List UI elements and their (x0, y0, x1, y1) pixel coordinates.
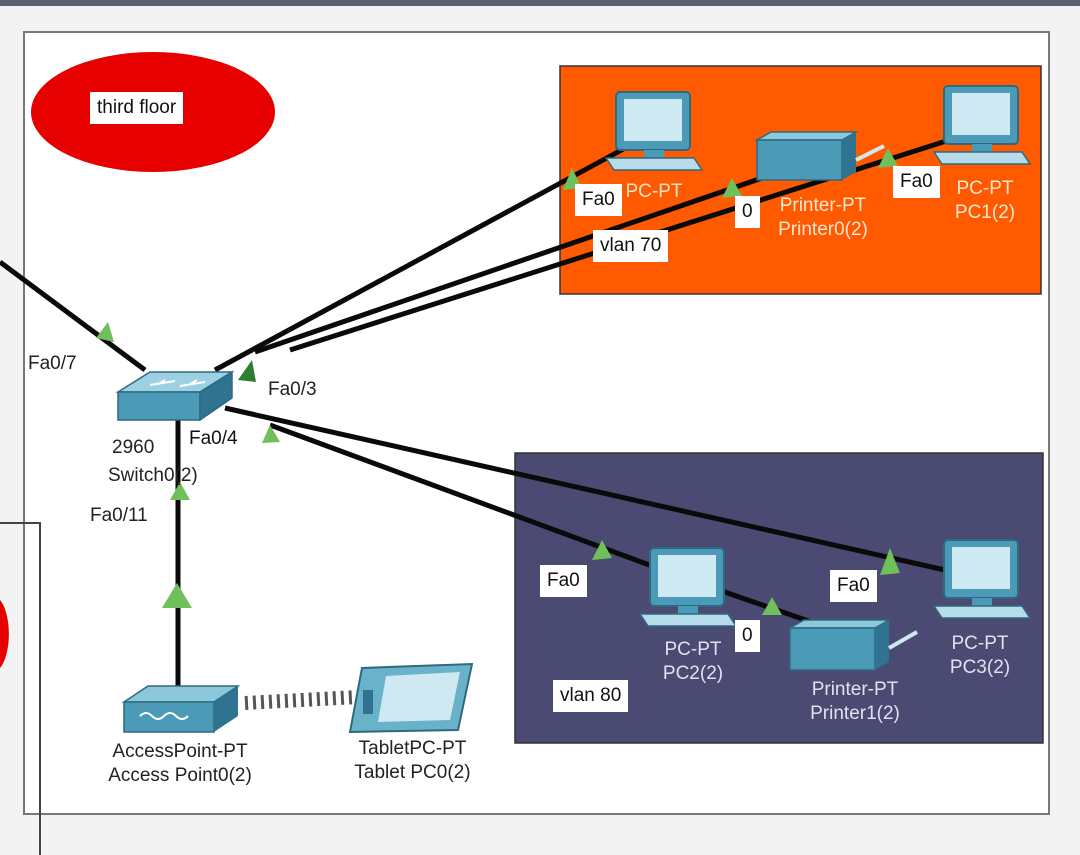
pc-type-label: PC-PT (625, 181, 683, 202)
wireless-link (244, 690, 359, 710)
tablet-icon[interactable] (348, 662, 474, 734)
pc-type-label: PC-PT (956, 178, 1014, 199)
pc-labels: PC-PT PC2(2) (648, 638, 738, 686)
pc-icon[interactable] (932, 539, 1032, 619)
floor-label: third floor (90, 92, 184, 124)
tablet-labels: TabletPC-PT Tablet PC0(2) (330, 737, 495, 785)
link-indicators (96, 148, 900, 615)
pc-name-label: PC1(2) (954, 202, 1016, 223)
window-top-edge (0, 0, 1080, 6)
uplink-cable[interactable] (0, 259, 147, 373)
pc-type-label: PC-PT (664, 639, 722, 660)
port-label: Fa0 (893, 166, 940, 198)
adjacent-floor-ellipse (0, 600, 9, 668)
printer-name-label: Printer1(2) (810, 703, 900, 724)
access-point-icon[interactable] (121, 685, 241, 733)
pc-name-label: PC2(2) (662, 663, 724, 684)
access-point-labels: AccessPoint-PT Access Point0(2) (75, 740, 285, 788)
link-up-indicator (762, 597, 782, 615)
cable-sw-pc2[interactable] (269, 422, 691, 583)
cable-sw-pc3[interactable] (224, 405, 946, 573)
device-type-label: AccessPoint-PT (112, 741, 248, 762)
pc-icon[interactable] (932, 85, 1032, 165)
vlan-label: vlan 70 (593, 230, 669, 262)
switch-model-label: 2960 (112, 437, 155, 458)
printer-type-label: Printer-PT (811, 679, 899, 700)
link-up-indicator (262, 425, 280, 443)
cable-sw-printer0[interactable] (254, 162, 801, 355)
pc-icon[interactable] (604, 91, 704, 171)
port-label: Fa0 (830, 570, 877, 602)
port-label: Fa0 (540, 565, 587, 597)
link-up-indicator (96, 322, 114, 342)
printer-name-label: Printer0(2) (778, 219, 868, 240)
link-up-indicator (170, 482, 190, 500)
pc-labels: PC-PT PC3(2) (935, 632, 1025, 680)
vlan-label: vlan 80 (553, 680, 629, 712)
adjacent-cluster-edge (0, 522, 41, 855)
link-up-indicator (238, 360, 256, 382)
pc-labels: PC-PT PC1(2) (940, 177, 1030, 225)
link-up-indicator (592, 540, 612, 560)
port-label: Fa0/7 (28, 353, 77, 374)
printer-icon[interactable] (754, 131, 885, 181)
port-label: Fa0/11 (90, 505, 148, 526)
printer-labels: Printer-PT Printer0(2) (758, 194, 888, 242)
port-label: Fa0/3 (268, 379, 317, 400)
device-type-label: TabletPC-PT (358, 738, 467, 759)
port-label: Fa0 (575, 184, 622, 216)
link-up-indicator (878, 148, 898, 168)
port-label: Fa0/4 (183, 426, 244, 452)
link-up-indicator (880, 548, 900, 575)
link-up-indicator (162, 583, 192, 608)
printer-icon[interactable] (787, 619, 918, 671)
pc-type-label: PC-PT (951, 633, 1009, 654)
port-label: 0 (735, 196, 760, 228)
pc-name-label: PC3(2) (949, 657, 1011, 678)
device-name-label: Tablet PC0(2) (354, 762, 471, 783)
device-name-label: Access Point0(2) (108, 765, 252, 786)
switch-name-label: Switch0(2) (108, 465, 198, 486)
printer-type-label: Printer-PT (779, 195, 867, 216)
printer-labels: Printer-PT Printer1(2) (790, 678, 920, 726)
pc-icon[interactable] (638, 547, 738, 627)
switch-icon[interactable] (115, 370, 235, 422)
port-label: 0 (735, 620, 760, 652)
link-up-indicator (722, 178, 742, 198)
